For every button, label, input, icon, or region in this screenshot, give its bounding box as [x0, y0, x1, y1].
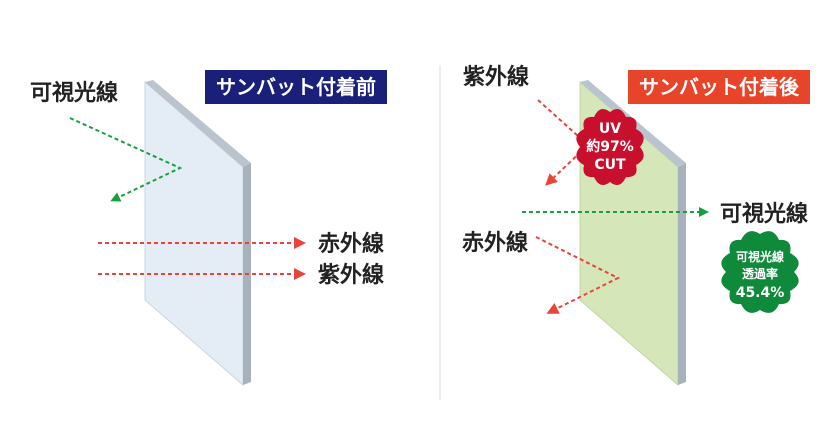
before-uv-label: 紫外線 [318, 262, 384, 288]
visible-badge-line1: 可視光線 [736, 249, 784, 264]
after-banner-text: サンバット付着後 [639, 75, 800, 99]
visible-transmission-badge: 可視光線 透過率 45.4% [721, 231, 799, 313]
glass-pane-before [144, 80, 244, 387]
glass-side-after [678, 163, 686, 385]
after-uv-arrow [537, 99, 590, 186]
uv-badge-line1: UV [599, 121, 621, 137]
after-visible-label: 可視光線 [720, 201, 808, 227]
before-banner-text: サンバット付着前 [216, 75, 376, 99]
after-uv-label: 紫外線 [463, 64, 529, 90]
uv-badge-line2: 約97% [586, 138, 634, 155]
after-ir-arrow [535, 236, 621, 314]
after-banner [628, 70, 810, 104]
uv-cut-badge: UV 約97% CUT [576, 108, 644, 186]
scalloped-badge-icon [576, 108, 644, 186]
before-panel: サンバット付着前 可視光線 赤外線 紫外線 [30, 70, 387, 387]
visible-badge-line3: 45.4% [736, 285, 785, 301]
after-ir-label: 赤外線 [462, 230, 528, 256]
before-banner [205, 70, 387, 104]
before-ir-label: 赤外線 [318, 231, 384, 257]
visible-badge-line2: 透過率 [742, 266, 778, 281]
glass-edge-before [145, 80, 251, 167]
after-panel: サンバット付着後 紫外線 UV 約97% CUT 可視光線 赤外線 可視光線 透… [462, 64, 810, 387]
before-visible-arrow [69, 117, 183, 202]
uv-badge-line3: CUT [594, 157, 626, 173]
scalloped-badge-icon [721, 231, 799, 313]
before-visible-label: 可視光線 [30, 80, 118, 106]
